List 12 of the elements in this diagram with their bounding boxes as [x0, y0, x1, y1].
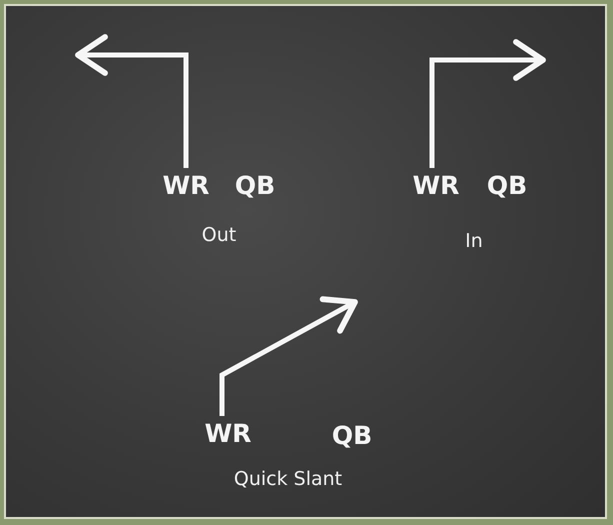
route-arrow	[75, 34, 188, 168]
route-arrow	[430, 39, 546, 168]
route-name: Quick Slant	[234, 468, 342, 490]
player-label: QB	[482, 168, 532, 202]
route-name: In	[465, 230, 483, 252]
player-label: QB	[230, 168, 280, 202]
route-name: Out	[202, 224, 236, 246]
player-label: WR	[158, 168, 214, 202]
player-label: QB	[327, 418, 377, 452]
player-label: WR	[408, 168, 464, 202]
player-label: WR	[200, 416, 256, 450]
route-arrow	[220, 296, 358, 416]
